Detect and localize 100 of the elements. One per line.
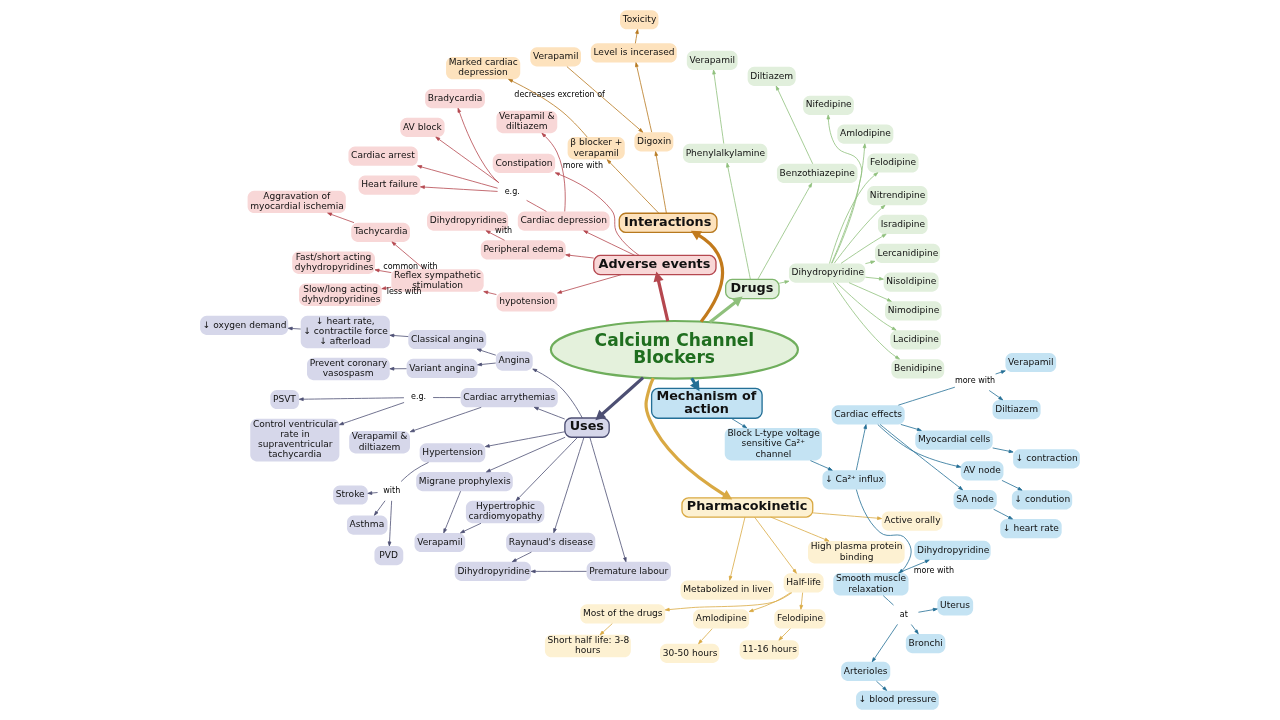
node-box: Variant angina — [406, 358, 478, 379]
arrow — [566, 66, 644, 133]
arrow — [877, 424, 962, 468]
node-box: Constipation — [492, 153, 556, 173]
node-box: Dihydropyridine — [788, 263, 866, 283]
arrow — [327, 212, 355, 224]
node-box: Mechanism of action — [650, 387, 763, 419]
node-box: High plasma protein binding — [808, 541, 905, 564]
node-box: Adverse events — [593, 254, 717, 276]
node-box: Premature labour — [586, 561, 671, 581]
arrow — [900, 424, 922, 432]
arrow — [995, 370, 1006, 375]
arrow — [832, 282, 900, 360]
node-box: ↓ heart rate, ↓ contractile force ↓ afterload — [300, 315, 390, 349]
arrow — [484, 431, 566, 448]
node-box: Drugs — [725, 278, 780, 300]
node-box: Arterioles — [841, 661, 891, 681]
node-box: Cardiac effects — [831, 405, 905, 425]
node-box: Active orally — [881, 511, 943, 531]
connector — [432, 397, 461, 398]
arrow — [726, 162, 751, 280]
node-box: Verapamil — [686, 50, 738, 70]
node-box: Hypertrophic cardiomyopathy — [465, 500, 545, 524]
arrow — [775, 85, 814, 165]
arrow — [910, 624, 919, 635]
arrow — [1001, 480, 1023, 491]
node-box: ↓ contraction — [1013, 449, 1080, 469]
arrow — [477, 362, 497, 367]
arrow — [389, 333, 409, 338]
arrow — [557, 274, 622, 294]
node-box: SA node — [953, 490, 997, 510]
node-box: Dihydropyridine — [454, 561, 532, 581]
node-box: Diltiazem — [992, 399, 1041, 420]
node-box: Hypertension — [419, 443, 486, 463]
arrow — [829, 172, 879, 264]
node-box: Slow/long acting dyhydropyridines — [299, 283, 382, 306]
node-box: Digoxin — [634, 132, 674, 152]
arrow — [654, 151, 667, 214]
arrow — [381, 286, 392, 290]
arrow — [511, 551, 532, 563]
arrow — [589, 436, 627, 563]
arrow — [339, 402, 405, 426]
arrow — [698, 628, 713, 645]
node-box: Nimodipine — [885, 301, 942, 321]
node-box: Cardiac arrythemias — [460, 388, 558, 408]
node-box: Block L-type voltage sensitive Ca²⁺ channel — [724, 427, 822, 461]
arrow — [553, 437, 585, 534]
node-box: Benzothiazepine — [776, 163, 858, 184]
node-box: Amlodipine — [837, 124, 894, 144]
node-box: Isradipine — [878, 214, 928, 235]
arrow — [476, 348, 497, 356]
arrow — [374, 500, 386, 516]
node-box: Verapamil — [414, 532, 466, 553]
node-box: Prevent coronary vasospasm — [307, 357, 390, 381]
arrow — [417, 165, 498, 189]
arrow — [812, 512, 882, 520]
node-box: Fast/short acting dyhydropyridines — [292, 251, 375, 274]
node-box: ↓ condution — [1011, 490, 1073, 510]
node-box: Myocardial cells — [915, 430, 993, 450]
node-box: β blocker + verapamil — [567, 137, 625, 160]
arrow — [374, 268, 392, 273]
node-box: Lacidipine — [890, 330, 941, 350]
arrow — [728, 516, 746, 581]
node-box: AV block — [400, 117, 445, 137]
arrow — [879, 424, 963, 491]
arrow — [387, 500, 393, 547]
node-box: Tachycardia — [351, 222, 410, 242]
arrow — [583, 230, 636, 256]
arrow — [298, 397, 405, 401]
node-box: Cardiac arrest — [348, 146, 418, 166]
node-box: Angina — [495, 351, 533, 371]
arrow — [833, 204, 886, 264]
node-box: Cardiac depression — [517, 211, 610, 231]
arrow — [988, 390, 1004, 401]
arrow — [485, 230, 505, 241]
arrow — [435, 136, 500, 183]
node-box: Most of the drugs — [580, 604, 666, 624]
node-box: PVD — [374, 546, 404, 566]
node-box: hypotension — [496, 292, 558, 312]
arrow — [712, 69, 725, 144]
node-box: Raynaud's disease — [506, 532, 596, 553]
node-box: Aggravation of myocardial ischemia — [247, 190, 346, 214]
node-box: Heart failure — [358, 175, 421, 195]
arrow — [848, 282, 892, 302]
node-box: Nifedipine — [803, 95, 854, 115]
arrow — [653, 271, 670, 322]
arrow — [483, 290, 497, 295]
arrow — [708, 296, 743, 324]
node-box: AV node — [960, 461, 1004, 481]
arrow — [595, 376, 645, 421]
node-box: Pharmacokinetic — [681, 497, 814, 518]
node-box: 30-50 hours — [660, 643, 720, 663]
arrow — [457, 107, 500, 184]
arrow — [810, 460, 833, 471]
node-box: ↓ heart rate — [1000, 519, 1062, 539]
arrow — [918, 607, 938, 613]
node-box: Marked cardiac depression — [446, 56, 521, 80]
node-box: Control ventricular rate in supraventricular tachycardia — [250, 418, 340, 462]
node-box: Verapamil & diltiazem — [496, 110, 558, 134]
arrow — [992, 447, 1014, 454]
